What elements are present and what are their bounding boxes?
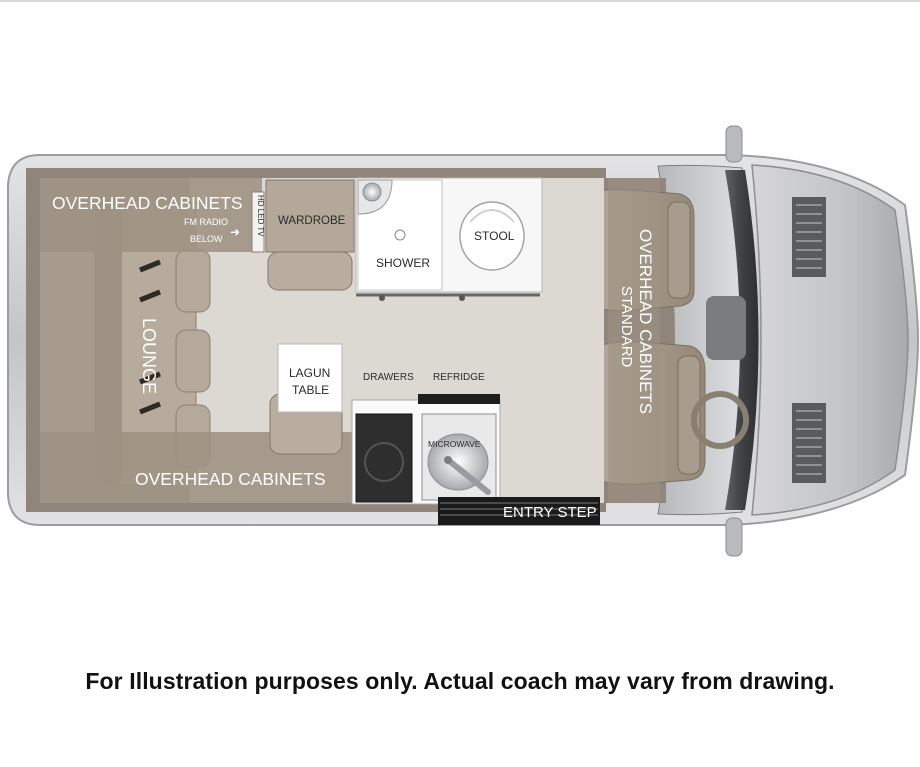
overhead-cabinets-right-label: OVERHEAD CABINETS [636,229,655,414]
stool-label: STOOL [474,229,515,243]
fm-radio-below-label: BELOW [190,234,223,244]
hood-vent-bottom [792,403,826,483]
overhead-cabinets-right [608,178,660,503]
microwave-label: MICROWAVE [428,439,481,449]
overhead-cabinets-standard-label: STANDARD [618,286,635,368]
stool [459,201,525,271]
cooktop [355,413,413,503]
entry-step [438,497,600,525]
hood-vent-top [792,197,826,277]
side-mirror-top [725,125,743,163]
galley [351,394,501,505]
overhead-cabinets-top-label: OVERHEAD CABINETS [52,193,243,213]
entry-step-label: ENTRY STEP [503,504,597,521]
fm-radio-label: FM RADIO [184,217,228,227]
microwave-sink [421,413,497,501]
van-floor-plan: OVERHEAD CABINETS FM RADIO BELOW ➜ HD LE… [7,125,920,557]
lounge-label: LOUNGE [139,318,159,394]
tv-unit [251,191,265,253]
van-hood [751,164,909,516]
overhead-cabinets-bottom-label: OVERHEAD CABINETS [135,469,326,489]
refridge-label: REFRIDGE [433,372,485,383]
lagun-table-label-line2: TABLE [292,383,329,397]
side-mirror-bottom [725,517,743,557]
hd-tv-label: HD LED TV [256,195,265,237]
overhead-cabinets-top [40,178,262,252]
lagun-table [269,343,343,455]
disclaimer-text: For Illustration purposes only. Actual c… [85,668,835,694]
drawers-label: DRAWERS [363,372,414,383]
shower-label: SHOWER [376,256,430,270]
fm-radio-arrow-icon: ➜ [230,225,240,239]
top-divider [0,0,920,2]
lagun-table-label-line1: LAGUN [289,366,330,380]
wardrobe-label: WARDROBE [278,215,346,227]
wardrobe [265,179,355,291]
